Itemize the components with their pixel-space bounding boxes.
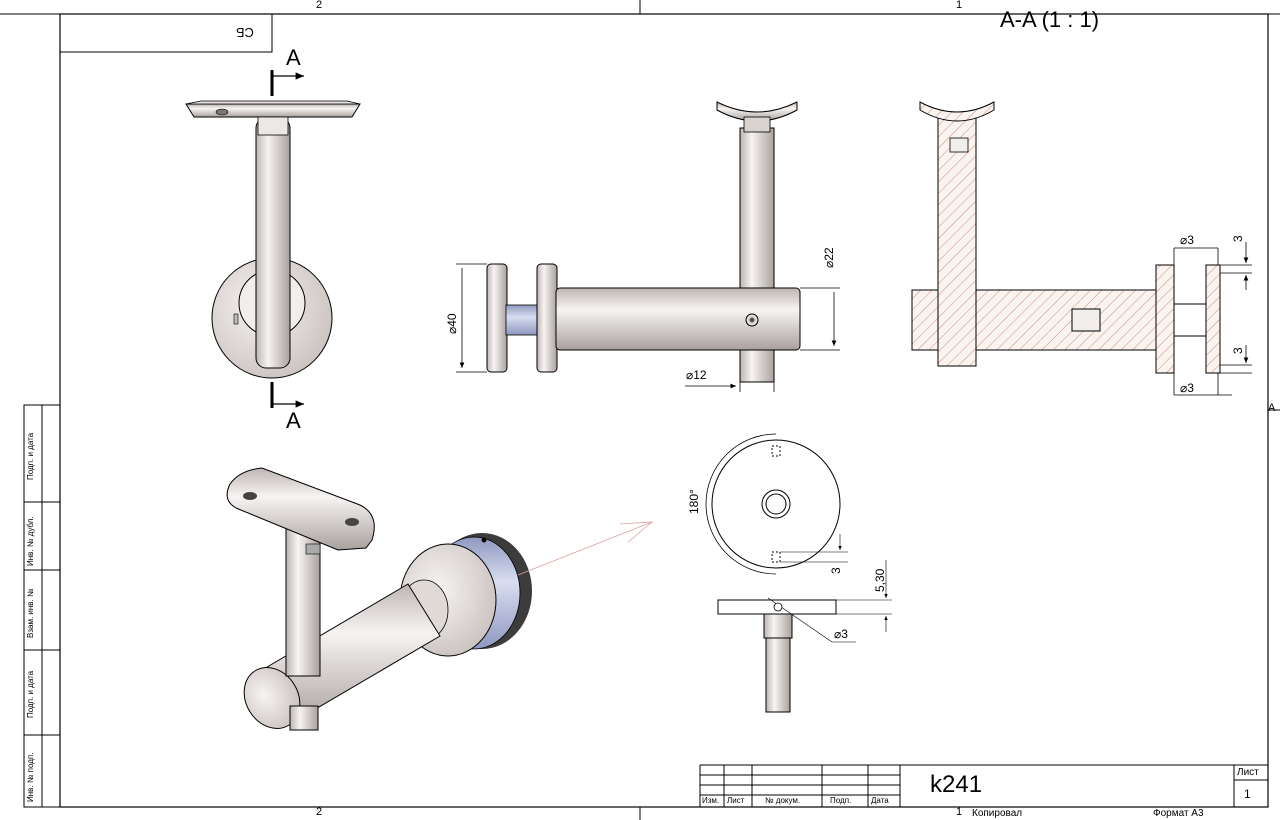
- dim-diameter-40: ⌀40: [445, 313, 459, 334]
- dim-diameter-12: ⌀12: [686, 368, 707, 382]
- section-title: A-A (1 : 1): [1000, 7, 1100, 32]
- isometric-view: [226, 467, 532, 731]
- sidebar-item-sign-date-2: Подп. и дата: [26, 670, 35, 718]
- column-signature: Подп.: [830, 796, 852, 805]
- dim-depth-3-bottom: 3: [1231, 347, 1245, 354]
- zone-marker-top-1: 1: [956, 0, 963, 11]
- sheet-format: Формат A3: [1153, 808, 1204, 819]
- sidebar-item-sign-date-1: Подп. и дата: [26, 432, 35, 480]
- column-document: № докум.: [765, 796, 801, 805]
- detail-leader: [517, 521, 653, 576]
- section-mark-bottom: A: [286, 408, 301, 433]
- sidebar-item-replace-inv: Взам. инв. №: [26, 588, 35, 638]
- front-view: [486, 101, 801, 383]
- detail-leader-arrow: [619, 521, 654, 543]
- flange-side-detail: [717, 560, 892, 713]
- stamp-label: СБ: [236, 25, 254, 40]
- zone-marker-bottom-1: 1: [956, 806, 963, 818]
- section-dimensions: [1173, 242, 1252, 396]
- dim-diameter-3-bottom: ⌀3: [1180, 381, 1194, 395]
- dim-depth-3-top: 3: [1231, 235, 1245, 242]
- section-marks: [270, 70, 304, 408]
- archive-sidebar: [23, 404, 61, 808]
- column-date: Дата: [871, 796, 889, 805]
- zone-marker-top-2: 2: [316, 0, 323, 11]
- column-revision: Изм.: [702, 796, 720, 805]
- zone-marker-right-a: A: [1268, 402, 1276, 414]
- dim-diameter-3-detail: ⌀3: [834, 627, 848, 641]
- sidebar-item-orig-inv: Инв. № подп.: [26, 752, 35, 803]
- sheet-label: Лист: [1237, 767, 1259, 778]
- section-view: [911, 101, 1221, 374]
- dim-angle-180: 180°: [687, 489, 701, 514]
- top-view: [185, 100, 361, 379]
- copied-by: Копировал: [972, 808, 1023, 819]
- dim-thickness-5-30: 5,30: [873, 568, 887, 592]
- drawing-designation: k241: [930, 771, 983, 798]
- front-view-dimensions: [456, 263, 840, 392]
- dim-diameter-3-top: ⌀3: [1180, 233, 1194, 247]
- dim-diameter-22: ⌀22: [822, 247, 836, 268]
- zone-marker-bottom-2: 2: [316, 806, 323, 818]
- flange-detail: [705, 433, 848, 575]
- dim-depth-3-detail: 3: [829, 567, 843, 574]
- sheet-number: 1: [1244, 787, 1251, 801]
- sidebar-item-dup-inv: Инв. № дубл.: [26, 516, 35, 566]
- column-sheet: Лист: [727, 796, 745, 805]
- section-mark-top: A: [286, 45, 301, 70]
- title-block-lines: [699, 764, 1268, 807]
